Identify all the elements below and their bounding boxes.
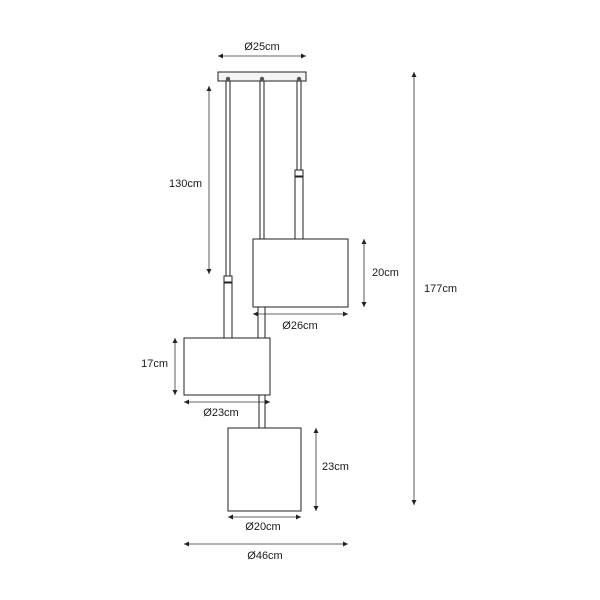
cable-clamp-right [294,169,304,177]
shade-medium [183,337,271,396]
cable-length-label: 130cm [169,178,202,190]
shade-small [227,427,302,512]
canopy-diameter-label: Ø25cm [244,41,279,53]
canopy-diameter-dimension: Ø25cm [218,41,306,59]
canopy-screw-left [225,76,231,82]
arrow-left-icon [253,311,258,317]
shade-small-height-label: 23cm [322,461,349,473]
total-height-dimension: 177cm [411,72,457,505]
arrow-down-icon [313,506,319,511]
shade-small-diameter-dimension: Ø20cm [228,514,301,533]
overall-diameter-label: Ø46cm [247,550,282,562]
cable-length-dimension: 130cm [169,86,212,274]
shade-medium-height-dimension: 17cm [141,338,178,395]
arrow-right-icon [301,53,306,59]
arrow-up-icon [206,86,212,91]
shade-small-diameter-label: Ø20cm [245,521,280,533]
shade-large-diameter-dimension: Ø26cm [253,311,348,332]
cable-clamp-left [223,275,233,283]
arrow-up-icon [172,338,178,343]
shade-medium-diameter-dimension: Ø23cm [184,399,270,419]
cord-sleeve-left [223,282,233,339]
canopy-screw-center [259,76,265,82]
canopy-screw-right [296,76,302,82]
arrow-down-icon [361,302,367,307]
arrow-left-icon [184,399,189,405]
arrow-up-icon [411,72,417,77]
arrow-left-icon [228,514,233,520]
overall-diameter-dimension: Ø46cm [184,541,348,562]
total-height-label: 177cm [424,283,457,295]
shade-large [252,238,349,308]
cord-sleeve-center-lower [258,393,266,429]
shade-medium-diameter-label: Ø23cm [203,407,238,419]
arrow-right-icon [343,541,348,547]
arrow-left-icon [218,53,223,59]
arrow-left-icon [184,541,189,547]
arrow-up-icon [313,428,319,433]
cord-sleeve-center-upper [257,302,266,340]
arrow-right-icon [343,311,348,317]
shade-small-height-dimension: 23cm [313,428,349,511]
arrow-down-icon [172,390,178,395]
arrow-right-icon [296,514,301,520]
cord-sleeve-right [294,176,304,240]
shade-large-height-label: 20cm [372,267,399,279]
arrow-right-icon [265,399,270,405]
shade-medium-height-label: 17cm [141,358,168,370]
arrow-up-icon [361,239,367,244]
arrow-down-icon [206,269,212,274]
shade-large-height-dimension: 20cm [361,239,399,307]
arrow-down-icon [411,500,417,505]
shade-large-diameter-label: Ø26cm [282,320,317,332]
